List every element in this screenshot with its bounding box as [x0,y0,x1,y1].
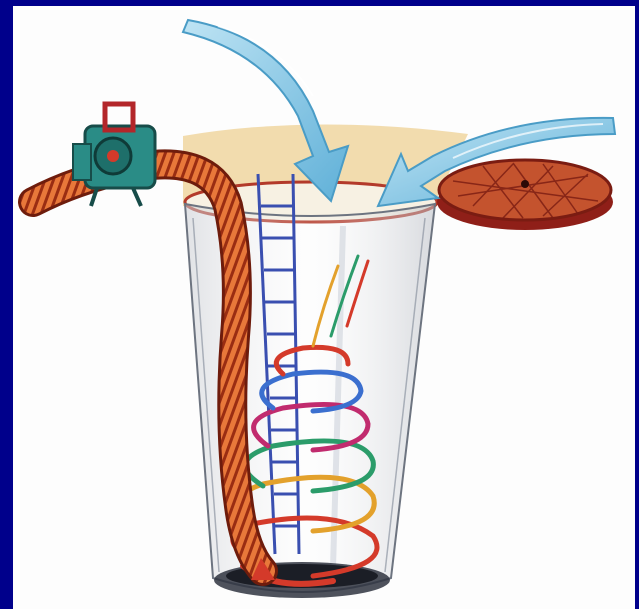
confined-space-ventilation-illustration [13,6,635,609]
flexible-duct-icon [33,164,275,580]
illustration-canvas [13,6,635,609]
manhole-cover-icon [437,160,613,230]
